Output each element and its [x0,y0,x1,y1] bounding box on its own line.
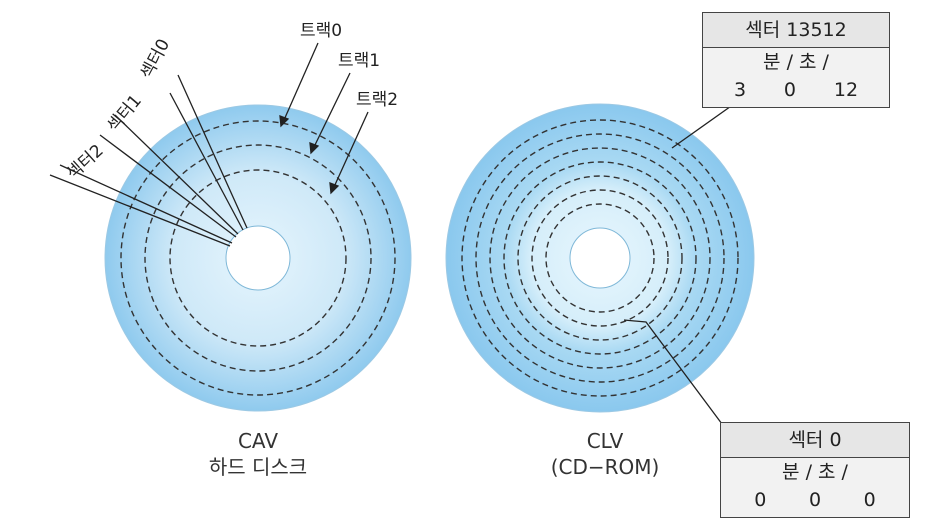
sector0-line [177,74,248,229]
clv-spindle-hole [569,227,631,289]
cav-caption: CAV 하드 디스크 [188,428,328,480]
outer-sector-units: 분 / 초 / [763,51,829,73]
cav-spindle-hole [225,225,291,291]
inner-sector-units: 분 / 초 / [782,461,848,483]
inner-min: 0 [754,489,767,511]
outer-min: 3 [733,79,747,101]
cav-track-leaders [279,42,369,195]
cav-disk [104,104,412,412]
inner-sector-leader [623,319,723,425]
cav-track-ring-2 [169,169,347,347]
inner-sector-values: 0 0 0 [721,486,909,514]
outer-sector-values: 3 0 12 [703,76,889,104]
sector-label-2: 섹터2 [63,141,108,184]
outer-sec: 0 [783,79,796,101]
sector2-line-b [49,174,231,247]
inner-sector-box: 섹터 0 분 / 초 / 0 0 0 [720,422,910,518]
outer-sector-leader [671,103,735,149]
sector-label-1: 섹터1 [104,91,146,136]
cav-track-labels: 트랙0 트랙1 트랙2 [300,21,398,110]
sector1-line-b [99,134,237,238]
clv-disk [445,103,755,413]
track-label-1: 트랙1 [338,51,380,71]
cav-track-ring-0 [120,120,396,396]
cav-caption-line2: 하드 디스크 [208,455,308,479]
clv-leaders [623,103,735,425]
inner-sector-title: 섹터 0 [721,423,909,458]
track-label-2: 트랙2 [356,90,398,110]
clv-caption-line2: (CD−ROM) [550,455,660,479]
outer-sector-title: 섹터 13512 [703,13,889,48]
sector2-line [59,164,233,244]
sector0-line-b [169,92,244,231]
cav-track-ring-1 [144,144,372,372]
outer-frame: 12 [833,79,859,101]
inner-sec: 0 [808,489,822,511]
track-label-0: 트랙0 [300,21,342,41]
clv-caption: CLV (CD−ROM) [535,428,675,480]
cav-sector-lines [49,74,248,247]
cav-caption-line1: CAV [237,429,279,453]
clv-caption-line1: CLV [586,429,624,453]
sector-label-0: 섹터0 [137,36,174,83]
sector1-line [114,114,239,235]
inner-frame: 0 [863,489,876,511]
outer-sector-box: 섹터 13512 분 / 초 / 3 0 12 [702,12,890,108]
